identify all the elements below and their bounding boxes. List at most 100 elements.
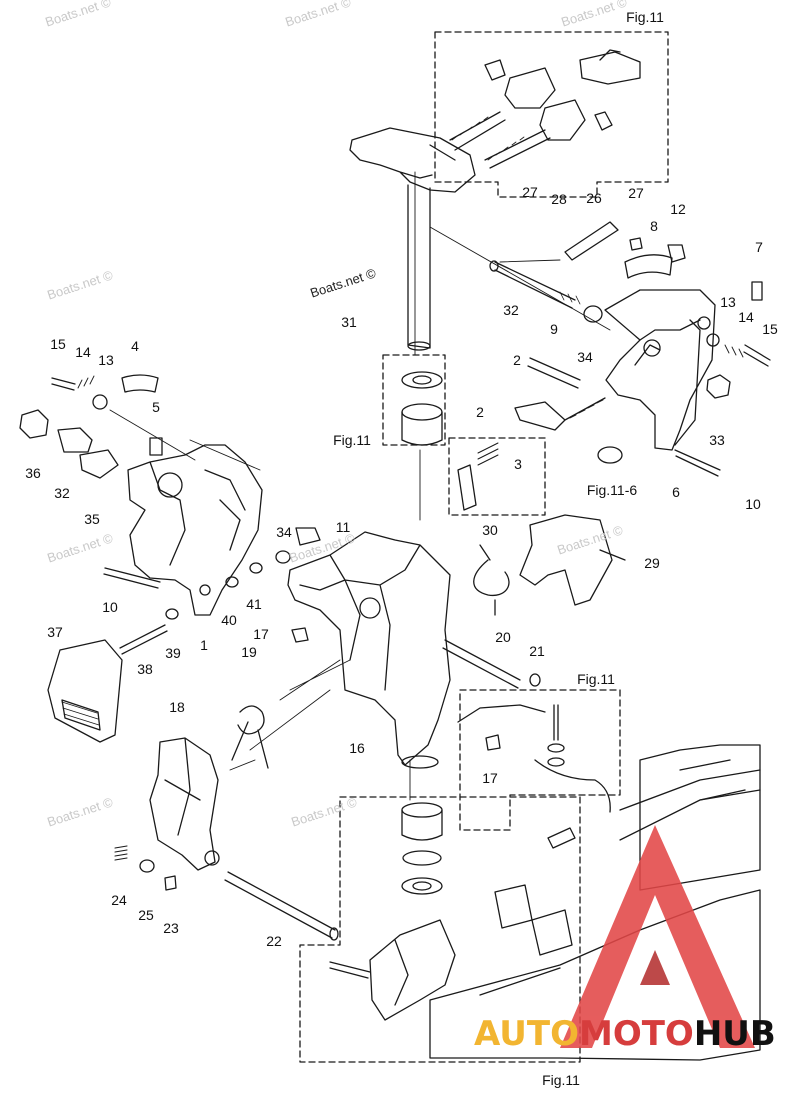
plate-2-spring — [569, 399, 604, 419]
callout-16: 16 — [349, 740, 365, 756]
shaft-22-end — [329, 927, 339, 941]
nipple-17a — [291, 627, 309, 643]
callout-40: 40 — [221, 612, 237, 628]
nut-36 — [19, 409, 49, 439]
callout-25: 25 — [138, 907, 154, 923]
logo-triangle — [560, 825, 755, 1048]
washer-39 — [165, 608, 179, 620]
lever-29 — [519, 514, 626, 606]
pin-5 — [149, 437, 163, 456]
clip-21 — [529, 673, 541, 687]
rod-32-thread — [559, 291, 581, 305]
bolt-10-left — [103, 567, 161, 589]
rod-32-end — [489, 260, 499, 272]
logo-auto: AUTO — [474, 1014, 579, 1054]
callout-27: 27 — [522, 184, 538, 200]
callout-9: 9 — [550, 321, 558, 337]
callout-29: 29 — [644, 555, 660, 571]
fig-ref-left: Fig.11 — [333, 432, 371, 448]
callout-11: 11 — [335, 519, 351, 535]
nut-13-right — [706, 333, 720, 347]
bushing-11 — [295, 527, 321, 546]
bolt-15-right — [743, 344, 771, 367]
clip-23 — [164, 875, 177, 891]
bottom-bush — [401, 809, 443, 841]
clamp-bracket-6 — [604, 289, 716, 451]
callout-2: 2 — [476, 404, 484, 420]
callout-20: 20 — [495, 629, 511, 645]
fig11-6-boundary — [448, 437, 546, 516]
nipple-17b — [485, 734, 501, 751]
callout-13: 13 — [720, 294, 736, 310]
callout-33: 33 — [709, 432, 725, 448]
spring-19 — [231, 705, 269, 769]
bottom-washer-a — [402, 850, 442, 866]
bracket-18 — [149, 737, 219, 871]
leader-lines — [109, 171, 611, 801]
bracket-1-hole — [157, 472, 183, 498]
washer-right-fig-b — [547, 757, 565, 767]
fig-ref-bottom: Fig.11 — [542, 1072, 580, 1088]
bracket-6-hole — [643, 339, 661, 357]
callout-34: 34 — [577, 349, 593, 365]
shaft-22 — [224, 871, 336, 939]
mount-a — [494, 884, 533, 929]
bracket-1-hole2 — [199, 584, 211, 596]
callout-4: 4 — [131, 338, 139, 354]
callout-38: 38 — [137, 661, 153, 677]
bush-sleeve — [401, 411, 443, 446]
callout-15: 15 — [762, 321, 778, 337]
fig-ref-top: Fig.11 — [626, 9, 664, 25]
callout-21: 21 — [529, 643, 545, 659]
thread-lines — [451, 116, 525, 161]
fig11-top-boundary — [434, 31, 669, 198]
rod-32 — [494, 261, 576, 309]
callout-36: 36 — [25, 465, 41, 481]
spring-3 — [477, 442, 499, 466]
top-bracket-shapes — [449, 49, 641, 169]
handle-37 — [47, 639, 123, 743]
spring-14-right — [724, 344, 744, 358]
callout-34: 34 — [276, 524, 292, 540]
callout-32: 32 — [54, 485, 70, 501]
callout-19: 19 — [241, 644, 257, 660]
callout-12: 12 — [670, 201, 686, 217]
plate-2 — [514, 397, 606, 431]
callout-32: 32 — [503, 302, 519, 318]
washer-right-fig-a — [547, 743, 565, 753]
bush-top-inner — [412, 375, 432, 385]
part-12 — [667, 244, 686, 263]
washer-34-left — [275, 550, 291, 564]
callout-35: 35 — [84, 511, 100, 527]
mount-b — [531, 909, 573, 956]
nut-33 — [706, 374, 731, 399]
callout-39: 39 — [165, 645, 181, 661]
callout-3: 3 — [514, 456, 522, 472]
logo-moto: MOTO — [578, 1014, 694, 1054]
swivel-hole — [359, 597, 381, 619]
washer-34-right — [583, 305, 603, 323]
swivel-bottom — [401, 755, 439, 769]
handle-37-grip — [61, 701, 100, 726]
plate-35 — [79, 449, 119, 479]
pin-20 — [442, 639, 521, 689]
callout-2: 2 — [513, 352, 521, 368]
hose — [457, 704, 611, 813]
callout-31: 31 — [341, 314, 357, 330]
washer-40 — [225, 576, 239, 588]
lower-bolt — [329, 961, 371, 979]
nut-13-left — [92, 394, 108, 410]
fig11-bottom-boundary — [299, 796, 581, 1063]
bottom-washer-b-inner — [412, 881, 432, 891]
bolt-right-fig2 — [547, 827, 576, 849]
fig-ref-11-6: Fig.11-6 — [586, 482, 638, 498]
callout-6: 6 — [672, 484, 680, 500]
bolt-32-left — [57, 427, 93, 453]
pin-9 — [527, 357, 581, 389]
callout-13: 13 — [98, 352, 114, 368]
callout-23: 23 — [163, 920, 179, 936]
swivel-bracket-16 — [287, 531, 451, 766]
bracket-18-hole — [204, 850, 220, 866]
